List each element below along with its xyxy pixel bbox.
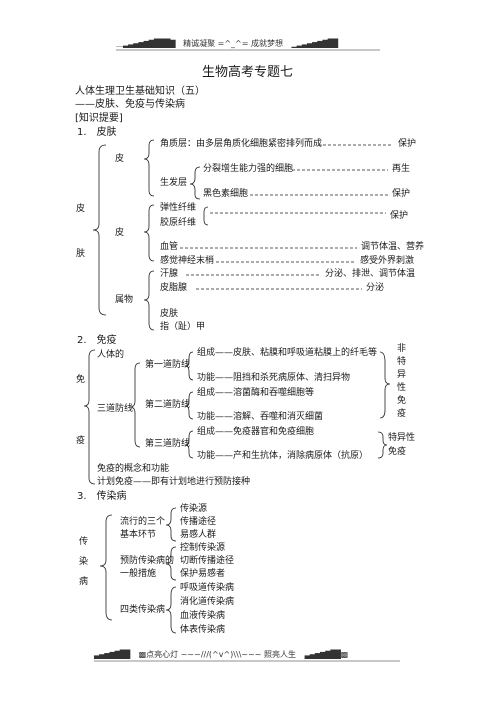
appendage-label: 属物 [115, 295, 134, 305]
measure-control: 控制传染源 [180, 543, 226, 553]
section-2-heading: 2. 免疫 [77, 335, 117, 346]
knowledge-tag: [知识提要] [75, 113, 123, 124]
nerve-endings: 感觉神经末梢 [160, 256, 215, 266]
skin-root-1: 皮 [76, 204, 86, 214]
dermis-label: 皮 [115, 228, 125, 238]
footer-text: ▩点亮心灯 ~~~///(^v^)\\\~~~ 照亮人生 [138, 650, 297, 659]
line-3-label: 第三道防线 [145, 439, 191, 449]
thermo-label: 调节体温、营养 [361, 242, 425, 252]
measure-cut: 切断传播途径 [180, 556, 235, 566]
line-3-function: 功能——产和生抗体，消除病原体（抗原） [197, 451, 369, 461]
line-1-label: 第一道防线 [145, 360, 191, 370]
appendage-brace [143, 270, 155, 331]
disease-root-2: 染 [79, 557, 89, 567]
nail-item: 指（趾）甲 [160, 322, 206, 332]
link-route: 传播途径 [180, 517, 217, 527]
regen-label: 再生 [392, 164, 411, 174]
nonspecific-6: 疫 [397, 409, 407, 419]
link-susceptible: 易感人群 [180, 530, 217, 540]
footer-left-marks: ▃▄▅▆▇█▉ [94, 650, 131, 659]
sebum-function: 分泌 [366, 283, 385, 293]
sweat-gland: 汗腺 [160, 269, 179, 279]
skin-brace [92, 144, 107, 316]
header-left-marks: ＿▂▃▄▅▆▇█▉█▇ [116, 39, 176, 48]
line-1-composition: 组成——皮肤、粘膜和呼吸道粘膜上的纤毛等 [197, 348, 378, 358]
measures-title-1: 预防传染病的 [120, 556, 175, 566]
line-2-composition: 组成——溶菌酶和吞噬细胞等 [197, 388, 315, 398]
nonspecific-5: 免 [397, 396, 407, 406]
section-3-heading: 3. 传染病 [77, 491, 127, 502]
header-text: 精诚凝聚 =^_^= 成就梦想 [183, 39, 283, 48]
subtitle-2: ——皮肤、免疫与传染病 [75, 99, 185, 110]
three-lines-label: 三道防线 [97, 404, 134, 414]
fiber-brace [203, 206, 209, 226]
germinal-brace [189, 166, 201, 200]
protect-2: 保护 [392, 189, 411, 199]
type-digestive: 消化道传染病 [180, 597, 235, 607]
type-blood: 血液传染病 [180, 611, 226, 621]
immune-root-1: 免 [76, 375, 86, 385]
types-brace [165, 586, 177, 634]
melanocytes: 黑色素细胞 [203, 189, 249, 199]
body-immunity-label: 人体的 [97, 350, 125, 360]
sense-label: 感受外界刺激 [360, 256, 415, 266]
skin-item: 皮肤 [160, 309, 179, 319]
blood-vessels: 血管 [160, 242, 179, 252]
sweat-function: 分泌、排泄、调节体温 [325, 269, 416, 279]
line-1-function: 功能——阻挡和杀死病原体、清扫异物 [197, 373, 351, 383]
line-1-brace [184, 351, 194, 381]
links-title-1: 流行的三个 [120, 517, 166, 527]
link-source: 传染源 [180, 504, 208, 514]
nonspecific-1: 非 [397, 344, 407, 354]
nonspecific-4: 性 [397, 383, 407, 393]
sebaceous-gland: 皮脂腺 [160, 283, 188, 293]
dermis-brace [143, 204, 155, 262]
three-lines-brace [129, 362, 141, 448]
skin-root-2: 肤 [76, 249, 86, 259]
immune-root-2: 疫 [76, 436, 86, 446]
specific-2: 免疫 [388, 447, 407, 457]
line-2-function: 功能——溶解、吞噬和消灭细菌 [197, 412, 324, 422]
nonspecific-brace [379, 351, 391, 419]
type-surface: 体表传染病 [180, 625, 226, 635]
protect-1: 保护 [398, 139, 417, 149]
header-right-marks: ▁▂▃▄▅▆▇█▉ [291, 39, 339, 48]
epidermis-label: 皮 [115, 154, 125, 164]
specific-1: 特异性 [388, 433, 416, 443]
section-1-heading: 1. 皮肤 [77, 127, 117, 138]
plan-label: 计划免疫——即有计划地进行预防接种 [97, 477, 251, 487]
disease-root-3: 病 [79, 577, 89, 587]
disease-brace [99, 514, 113, 621]
concept-label: 免疫的概念和功能 [97, 464, 170, 474]
disease-root-1: 传 [79, 537, 89, 547]
subtitle: 人体生理卫生基础知识（五） [75, 86, 205, 97]
collagen-fiber: 胶原纤维 [160, 218, 197, 228]
links-brace [165, 507, 177, 542]
immunity-brace [83, 349, 96, 485]
measures-brace [165, 546, 177, 581]
protect-3: 保护 [390, 211, 409, 221]
measure-protect: 保护易感者 [180, 569, 226, 579]
page-title: 生物高考专题七 [202, 65, 294, 80]
measures-title-2: 一般措施 [120, 569, 157, 579]
footer-right-marks: ▃▄▅▆▇█▉▩ [304, 650, 349, 659]
dividing-cells: 分裂增生能力强的细胞 [203, 164, 294, 174]
line-3-composition: 组成——免疫器官和免疫细胞 [197, 427, 315, 437]
type-respiratory: 呼吸道传染病 [180, 583, 235, 593]
types-title: 四类传染病 [120, 605, 166, 615]
nonspecific-2: 特 [397, 357, 407, 367]
line-2-label: 第二道防线 [145, 400, 191, 410]
footer-bar: ▃▄▅▆▇█▉ ▩点亮心灯 ~~~///(^v^)\\\~~~ 照亮人生 ▃▄▅… [94, 650, 349, 659]
line-3-brace [184, 430, 194, 459]
epidermis-brace [143, 139, 155, 197]
elastic-fiber: 弹性纤维 [160, 203, 197, 213]
line-2-brace [184, 391, 194, 420]
header-bar: ＿▂▃▄▅▆▇█▉█▇ 精诚凝聚 =^_^= 成就梦想 ▁▂▃▄▅▆▇█▉ [116, 39, 339, 48]
germinal-layer: 生发层 [160, 178, 188, 188]
nonspecific-3: 异 [397, 370, 407, 380]
links-title-2: 基本环节 [120, 530, 157, 540]
stratum-corneum: 角质层：由多层角质化细胞紧密排列而成 [160, 139, 323, 149]
specific-brace [377, 431, 388, 459]
